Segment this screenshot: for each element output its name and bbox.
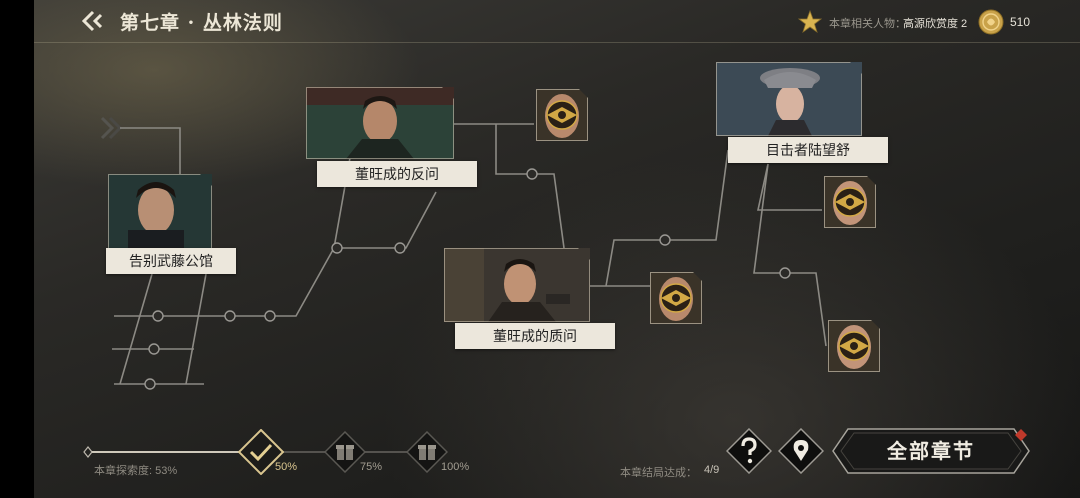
locked-node-3[interactable]	[824, 176, 876, 228]
help-question-icon[interactable]	[726, 428, 772, 474]
notification-dot-icon	[1015, 429, 1027, 441]
milestone-75-gift-icon[interactable]	[324, 431, 366, 473]
explore-label-text: 本章探索度:	[94, 465, 153, 477]
favor-label: 本章相关人物：	[829, 18, 906, 30]
masked-emblem-icon	[829, 321, 879, 371]
milestone-100-label: 100%	[441, 461, 470, 473]
explore-value: 53%	[155, 465, 178, 477]
node-farewell-label[interactable]: 告别武藤公馆	[106, 248, 236, 274]
locked-node-2[interactable]	[650, 272, 702, 324]
node-question1-portrait[interactable]	[306, 87, 454, 159]
node-witness-portrait[interactable]	[716, 62, 862, 136]
milestone-100-gift-icon[interactable]	[406, 431, 448, 473]
ending-label: 本章结局达成：	[620, 467, 697, 479]
all-chapters-button-frame	[832, 428, 1030, 474]
masked-emblem-icon	[825, 177, 875, 227]
node-question2-label[interactable]: 董旺成的质问	[455, 323, 615, 349]
explore-label: 本章探索度: 53%	[94, 462, 177, 478]
locked-node-4[interactable]	[828, 320, 880, 372]
story-tree-lines	[100, 116, 827, 390]
all-chapters-button[interactable]: 全部章节	[832, 428, 1030, 474]
node-witness-label[interactable]: 目击者陆望舒	[728, 137, 888, 163]
node-farewell-portrait[interactable]	[108, 174, 212, 250]
location-pin-icon[interactable]	[778, 428, 824, 474]
node-question2-portrait[interactable]	[444, 248, 590, 322]
top-bar: 第七章 · 丛林法则 本章相关人物： 高源欣赏度 2 510	[34, 0, 1080, 43]
story-tree-screen: 告别武藤公馆 董旺成的反问 董旺成的质问	[34, 0, 1080, 498]
masked-emblem-icon	[537, 90, 587, 140]
all-chapters-label: 全部章节	[887, 439, 975, 463]
node-question1-label[interactable]: 董旺成的反问	[317, 161, 477, 187]
portrait-icon	[108, 174, 212, 250]
masked-emblem-icon	[651, 273, 701, 323]
locked-node-1[interactable]	[536, 89, 588, 141]
milestone-50-label: 50%	[275, 461, 298, 473]
portrait-icon	[716, 62, 862, 136]
ending-value: 4/9	[704, 464, 720, 476]
milestone-50-check-icon[interactable]	[238, 429, 284, 475]
back-chevron-icon[interactable]	[82, 10, 106, 32]
portrait-icon	[306, 87, 454, 159]
star-icon	[798, 10, 822, 34]
portrait-icon	[444, 248, 590, 322]
coin-count: 510	[1010, 15, 1031, 29]
chapter-title: 第七章 · 丛林法则	[120, 12, 283, 34]
favor-value: 高源欣赏度 2	[903, 18, 968, 30]
coin-icon	[978, 9, 1004, 35]
milestone-75-label: 75%	[360, 461, 383, 473]
